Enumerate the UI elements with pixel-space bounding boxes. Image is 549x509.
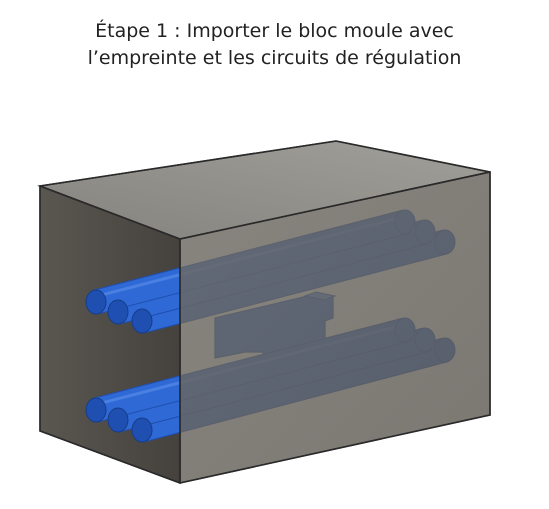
cooling-channel-bottom-1-end [85, 397, 107, 423]
cooling-channel-top-2-end [107, 299, 129, 325]
cooling-channel-bottom-3-end [131, 417, 153, 443]
caption-line-2: l’empreinte et les circuits de régulatio… [87, 47, 462, 69]
block-outline [39, 140, 491, 484]
channel-near-end [85, 397, 107, 423]
cooling-channel-top-3-end [131, 308, 153, 334]
channel-near-end [107, 299, 129, 325]
cooling-channel-top-1-end [85, 289, 107, 315]
block-edge-right-top [179, 171, 491, 240]
channel-near-end [85, 289, 107, 315]
channel-near-end [107, 407, 129, 433]
cooling-channel-bottom-2-end [107, 407, 129, 433]
cooling-channel-ends [85, 289, 153, 443]
channel-near-end [131, 308, 153, 334]
diagram-caption: Étape 1 : Importer le bloc moule avec l’… [0, 18, 549, 72]
channel-near-end [131, 417, 153, 443]
block-edge-top [39, 185, 181, 240]
caption-line-1: Étape 1 : Importer le bloc moule avec [95, 20, 454, 42]
